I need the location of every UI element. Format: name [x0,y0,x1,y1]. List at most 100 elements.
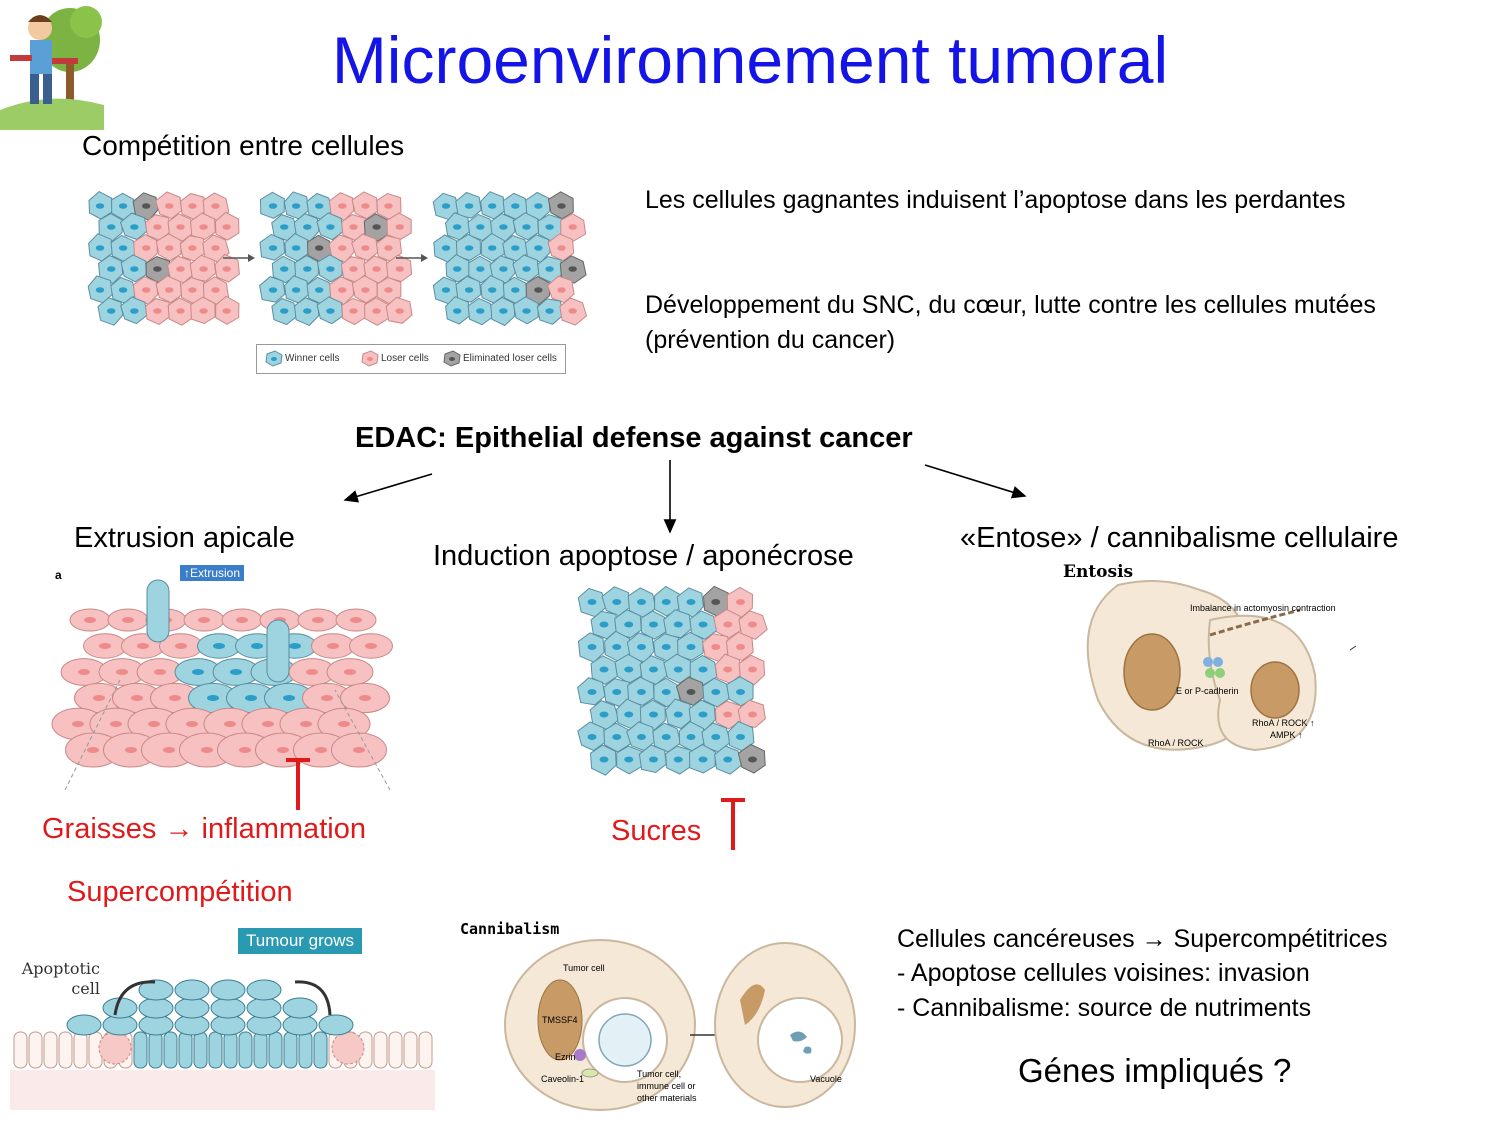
cell-nucleus [441,245,451,251]
panel-letter: a [55,568,62,582]
cell-nucleus [211,245,220,251]
cell-nucleus [344,669,356,675]
branch-extrusion: Extrusion apicale [74,522,295,554]
cell-nucleus [488,203,497,209]
cell-nucleus [338,203,347,209]
cell-nucleus [534,245,543,251]
summary-line-1: Cellules cancéreuses → Supercompétitrice… [897,925,1388,953]
cell-nucleus [268,203,278,209]
fats-inflammation: Graisses → inflammation [42,813,366,846]
cell-nucleus [686,689,696,695]
cell-nucleus [637,599,646,605]
cell-nucleus [661,644,671,650]
edac-title: EDAC: Epithelial defense against cancer [355,422,913,454]
cell-nucleus [395,308,404,314]
cell-nucleus [673,666,683,673]
legend-winner: Winner cells [285,353,340,364]
cell-nucleus [188,287,197,293]
cell-nucleus [201,747,213,753]
entosis-imbalance-label: Imbalance in actomyosin contraction [1190,603,1336,613]
cell-nucleus [262,721,274,727]
cell-nucleus [130,308,139,314]
entosis-rhoa-up-label: RhoA / ROCK ↑ [1252,718,1315,728]
cell-nucleus [365,643,377,649]
cell-nucleus [534,287,543,293]
cell-nucleus [698,711,708,718]
competition-heading: Compétition entre cellules [82,130,405,161]
epithelial-cell [418,1031,433,1069]
cell-nucleus [545,266,554,272]
cell-nucleus [312,617,324,623]
cell-nucleus [230,669,242,675]
cell-nucleus [649,621,658,628]
cell-nucleus [283,695,295,701]
cell-nucleus [587,689,597,695]
cell-nucleus [649,666,658,673]
cell-nucleus [326,224,335,230]
cell-nucleus [723,711,733,718]
cell-nucleus [599,621,609,628]
cell-nucleus [624,756,634,763]
supercompetition-diagram [10,979,435,1110]
epithelial-cell [58,1031,73,1069]
cell-nucleus [93,695,105,701]
epithelial-cell [268,1031,283,1069]
cell-nucleus [624,711,634,718]
cell-nucleus [349,224,358,230]
cell-nucleus [207,695,219,701]
cell-nucleus [118,287,128,293]
cell-nucleus [142,287,151,293]
epithelial-cell [13,1031,28,1069]
inflammation-label: inflammation [201,813,366,845]
apoptotic-cell [331,1031,365,1065]
cell-nucleus [303,308,312,314]
epithelial-cell [133,1031,148,1069]
cell-nucleus [153,224,162,230]
basement-tissue [10,1070,435,1110]
cell-nucleus [545,308,554,314]
cell-nucleus [361,287,370,293]
cell-nucleus [327,643,339,649]
tumour-cell [66,1014,102,1036]
cell-nucleus [522,308,531,314]
cell-nucleus [476,224,485,230]
cell-nucleus [315,747,327,753]
cell-nucleus [153,308,162,314]
cell-nucleus [165,203,174,209]
cell-nucleus [686,599,696,605]
cell-nucleus [107,308,116,314]
cell-nucleus [748,756,757,763]
tumour-cell [282,997,318,1019]
growth-arrow [294,980,332,1016]
cell-nucleus [280,266,289,272]
cell-nucleus [711,644,721,650]
cell-nucleus [748,621,757,628]
cell-nucleus [612,689,622,695]
cell-nucleus [372,266,381,272]
branch-entosis: «Entose» / cannibalisme cellulaire [960,522,1399,554]
cannibalism-diagram [504,939,856,1111]
tumour-cell [246,997,282,1019]
cell-nucleus [222,224,231,230]
cell-nucleus [268,287,278,293]
cell-nucleus [511,203,520,209]
extruding-cell [146,579,170,643]
page-title: Microenvironnement tumoral [331,23,1169,97]
cell-nucleus [277,747,289,753]
stage-arrow-head [248,254,255,262]
cannibalism-ezrin: Ezrin [555,1052,576,1062]
cell-nucleus [251,643,263,649]
cell-nucleus [476,266,485,272]
cell-nucleus [534,203,543,209]
cell-nucleus [268,245,278,251]
cell-nucleus [78,669,90,675]
cell-nucleus [453,224,462,230]
cell-nucleus [711,734,721,740]
cell-nucleus [499,224,508,230]
cannibalism-vacuole: Vacuole [810,1074,842,1084]
cell-nucleus [698,621,708,628]
cell-nucleus [587,734,597,740]
cell-nucleus [698,756,708,763]
cell-nucleus [186,721,198,727]
